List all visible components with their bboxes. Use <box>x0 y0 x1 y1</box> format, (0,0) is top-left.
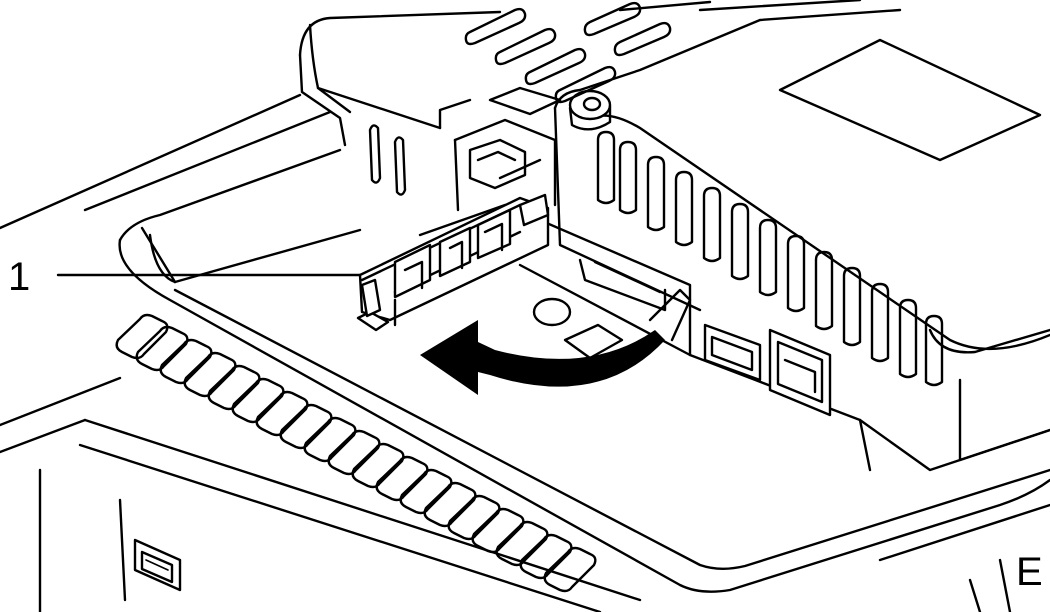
lower-vent-slots <box>115 313 597 593</box>
card-slot-area <box>418 203 692 360</box>
upper-vent-slots <box>368 1 672 196</box>
slot-square <box>563 323 624 360</box>
side-fins <box>596 130 944 387</box>
ports <box>703 323 832 417</box>
slot-cover <box>356 118 557 332</box>
upper-housing <box>298 0 1050 354</box>
callout-1: 1 <box>8 255 362 299</box>
rotate-arrow-icon <box>420 320 665 395</box>
label-area <box>778 38 1042 162</box>
ethernet-port <box>768 328 832 417</box>
usb-port <box>133 538 182 592</box>
callout-label-1: 1 <box>8 255 30 299</box>
edge-mark: E <box>1016 550 1043 594</box>
slot-hole <box>532 297 572 327</box>
